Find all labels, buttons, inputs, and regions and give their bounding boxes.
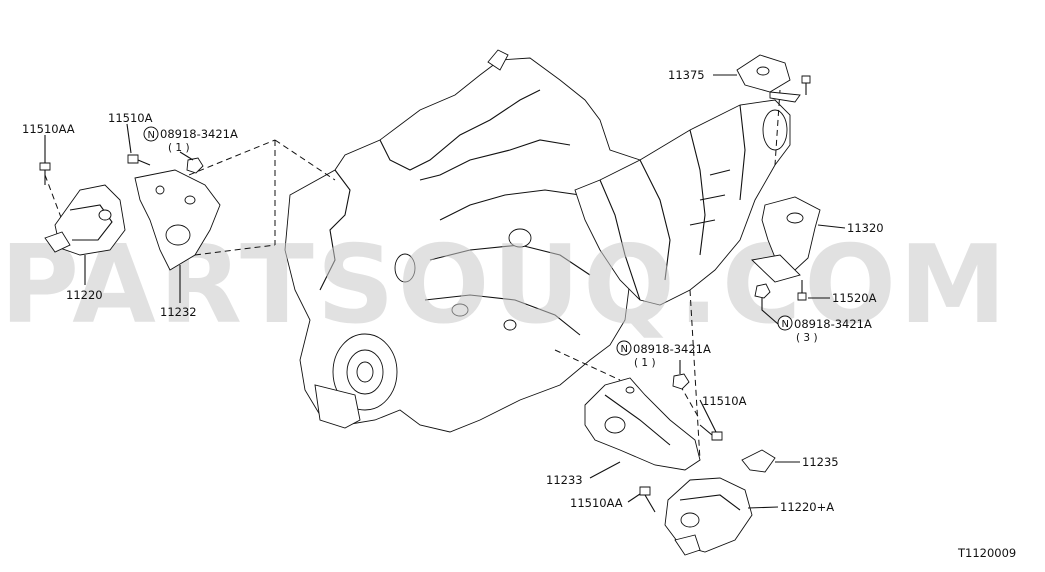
nut-symbol-bottom-icon [616, 340, 632, 356]
label-11220A[interactable]: 11220+A [780, 500, 834, 514]
label-08918-bottom[interactable]: 08918-3421A [633, 342, 711, 356]
nut-symbol-right-icon [777, 315, 793, 331]
bolt-11510AA-bottom[interactable] [639, 486, 656, 513]
nut-08918-left[interactable] [186, 157, 204, 174]
label-leader-lines [44, 74, 846, 509]
label-11510A-right[interactable]: 11510A [702, 394, 747, 408]
part-labels: 11510AA 11510A N 08918-3421A ( 1 ) 11220… [22, 68, 1016, 560]
label-11320[interactable]: 11320 [847, 221, 884, 235]
label-08918-left[interactable]: 08918-3421A [160, 127, 238, 141]
bolt-11510A-left[interactable] [127, 154, 151, 166]
engine-mount-right-11220A[interactable] [664, 477, 753, 556]
bolt-11510AA-left[interactable] [39, 162, 51, 185]
label-11510AA-bottom[interactable]: 11510AA [570, 496, 623, 510]
engine-bracket-11232[interactable] [134, 169, 221, 271]
engine-mount-left-11220[interactable] [44, 184, 126, 256]
label-11235[interactable]: 11235 [802, 455, 839, 469]
diagram-code: T1120009 [957, 546, 1016, 560]
label-11220[interactable]: 11220 [66, 288, 103, 302]
transmission-mount-11320[interactable] [751, 196, 821, 283]
nut-08918-right[interactable] [754, 283, 771, 299]
label-11510A-left[interactable]: 11510A [108, 111, 153, 125]
bolt-top-right[interactable] [801, 75, 811, 95]
nut-symbol-right: N [782, 319, 789, 330]
label-08918-right-qty: ( 3 ) [796, 332, 818, 344]
label-11510AA-left[interactable]: 11510AA [22, 122, 75, 136]
label-11233[interactable]: 11233 [546, 473, 583, 487]
label-08918-right[interactable]: 08918-3421A [794, 317, 872, 331]
nut-symbol-bottom: N [621, 344, 628, 355]
rear-mount-11375[interactable] [736, 54, 801, 103]
label-08918-left-qty: ( 1 ) [168, 142, 190, 154]
label-11232[interactable]: 11232 [160, 305, 197, 319]
engine-bracket-11233[interactable] [584, 377, 701, 471]
label-08918-bottom-qty: ( 1 ) [634, 357, 656, 369]
engine-assembly [284, 49, 661, 433]
bolt-11510A-right[interactable] [699, 424, 723, 441]
heat-insulator-11235[interactable] [741, 449, 776, 473]
nut-08918-bottom[interactable] [672, 373, 690, 390]
nut-symbol-left: N [148, 130, 155, 141]
label-11375[interactable]: 11375 [668, 68, 705, 82]
nut-symbol-left-icon [143, 126, 159, 142]
bolt-11520A[interactable] [797, 280, 807, 301]
label-11520A[interactable]: 11520A [832, 291, 877, 305]
transmission-assembly [574, 99, 791, 306]
